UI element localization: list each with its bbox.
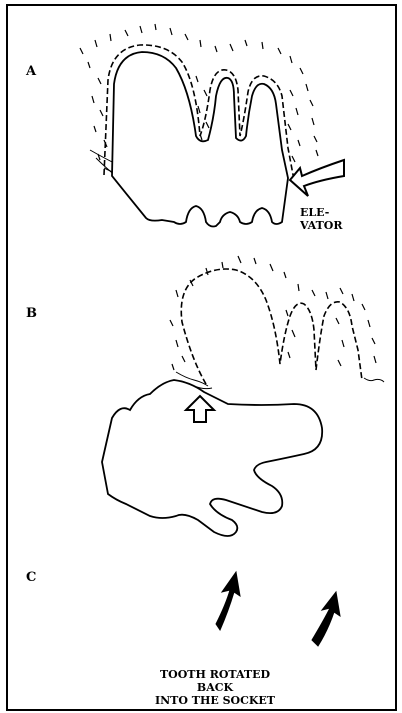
panel-a-elevator-arrow — [290, 160, 344, 196]
panel-c-right-arrow-icon — [312, 592, 340, 646]
elevator-label-line1: ELE- — [300, 206, 343, 219]
panel-c-label: C — [26, 570, 36, 585]
panel-b-label: B — [26, 306, 37, 321]
panel-a-label: A — [26, 64, 36, 79]
panel-b-bone-stipple — [170, 256, 376, 370]
elevator-label-line2: VATOR — [300, 219, 343, 232]
caption-line2: INTO THE SOCKET — [140, 694, 290, 707]
panel-b-tooth — [102, 380, 322, 536]
caption-line1: TOOTH ROTATED BACK — [140, 668, 290, 694]
panel-c-caption: TOOTH ROTATED BACK INTO THE SOCKET — [140, 668, 290, 707]
elevator-label: ELE- VATOR — [300, 206, 343, 232]
panel-b-empty-socket — [181, 269, 362, 384]
panel-a-tooth — [112, 52, 288, 227]
panel-c-left-arrow-icon — [216, 572, 240, 630]
